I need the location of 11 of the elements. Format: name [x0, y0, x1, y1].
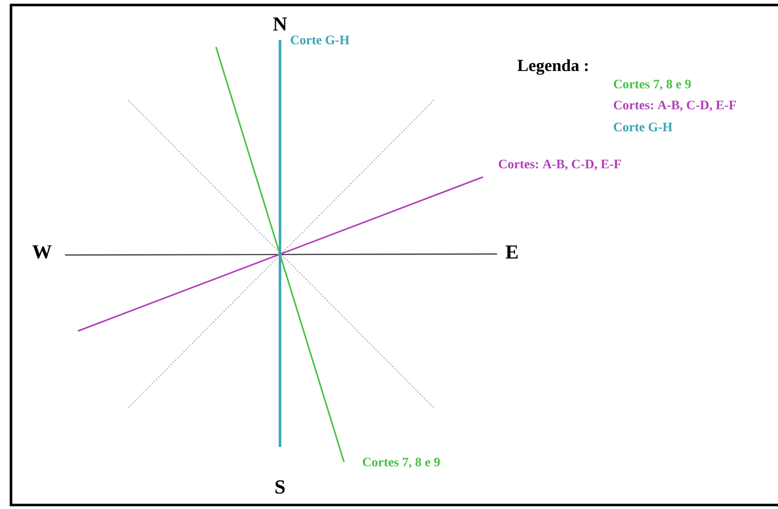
legend-entry: Corte G-H — [614, 122, 672, 132]
label: Legenda : — [518, 59, 588, 75]
legend-entry: Cortes: A-B, C-D, E-F — [614, 100, 736, 112]
label: Corte G-H — [290, 36, 350, 44]
label: E — [506, 245, 518, 259]
label: Cortes: A-B, C-D, E-F — [498, 160, 621, 170]
label: N — [273, 17, 287, 31]
label: W — [32, 245, 52, 259]
label: S — [276, 480, 285, 494]
label: Cortes 7, 8 e 9 — [362, 458, 440, 468]
legend-entry: Cortes 7, 8 e 9 — [614, 80, 691, 90]
